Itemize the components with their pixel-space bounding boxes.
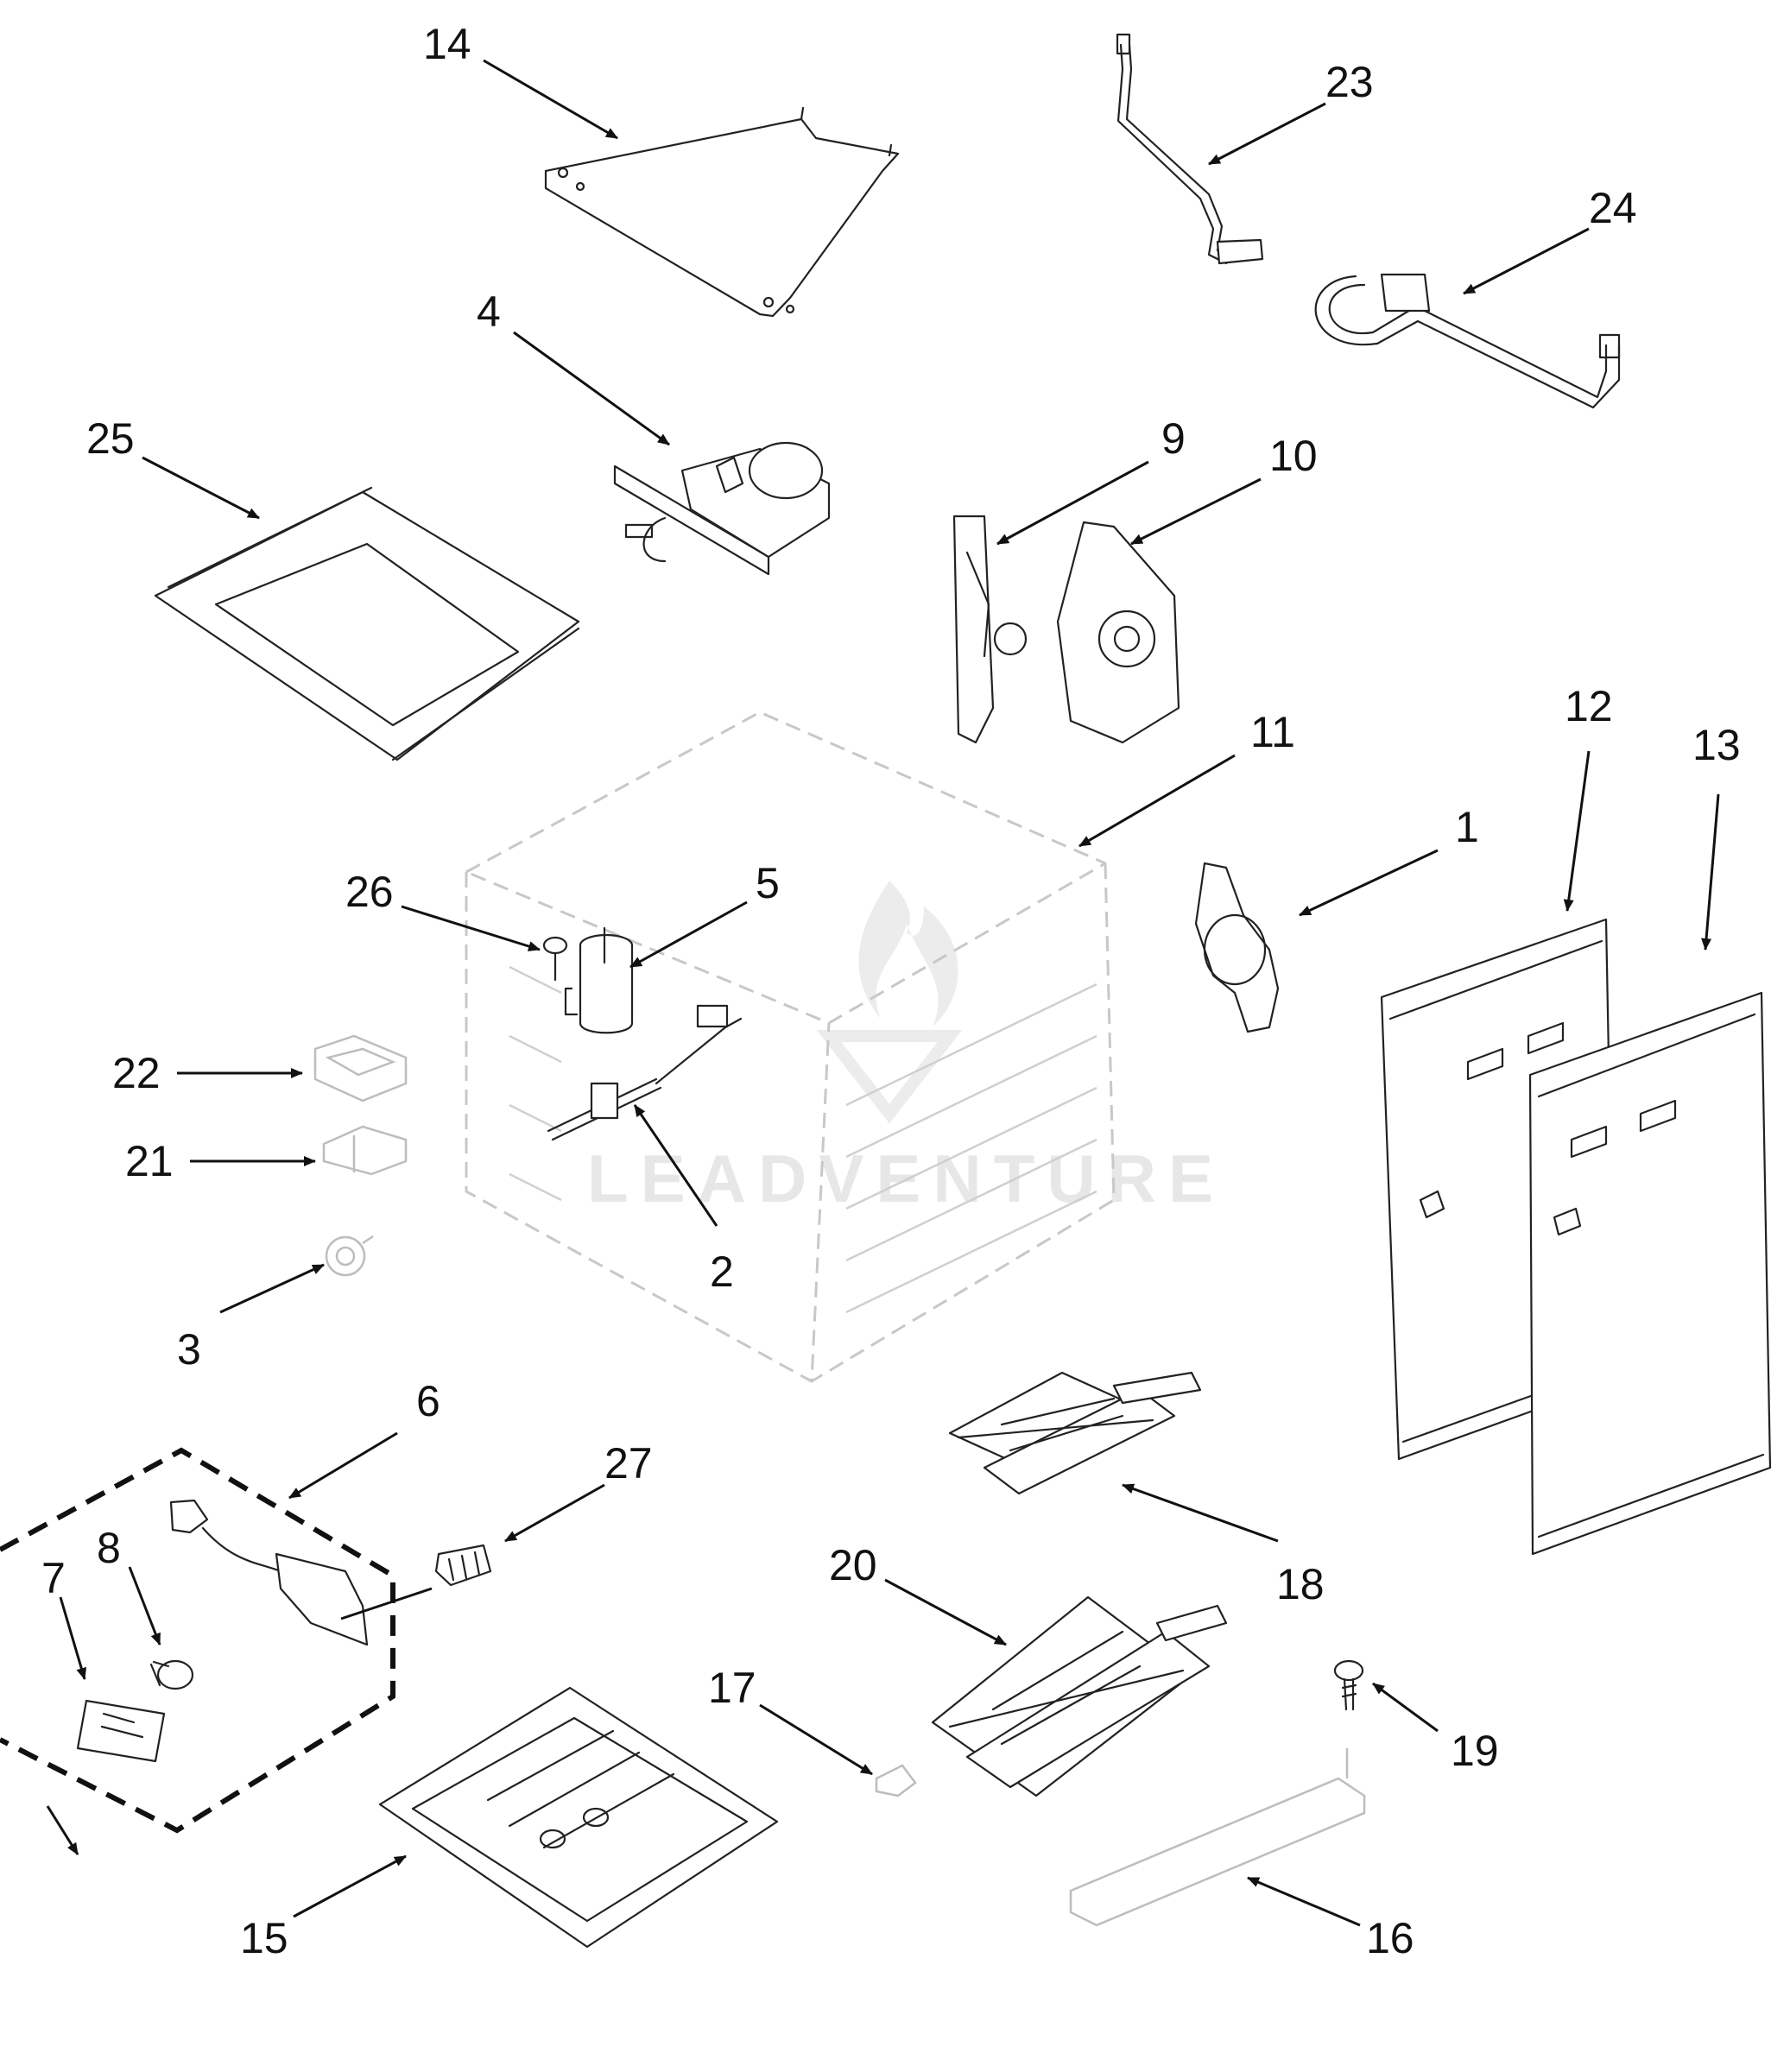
part-17-clip bbox=[875, 1764, 917, 1797]
part-2-temperature-sensor bbox=[547, 1004, 743, 1141]
leader-8 bbox=[128, 1566, 161, 1646]
callout-18: 18 bbox=[1276, 1560, 1325, 1608]
leader-20 bbox=[884, 1578, 1007, 1646]
callout-24: 24 bbox=[1589, 184, 1637, 232]
part-7-lens bbox=[76, 1699, 166, 1763]
part-20-burner bbox=[931, 1595, 1228, 1797]
leader-23 bbox=[1208, 102, 1326, 166]
leader-4 bbox=[513, 331, 670, 446]
part-23-gas-tube bbox=[1116, 33, 1264, 265]
part-1-bracket bbox=[1194, 862, 1280, 1033]
part-13-side-panel bbox=[1528, 991, 1772, 1556]
part-24-burner-tube bbox=[1314, 273, 1621, 409]
leader-1 bbox=[1299, 849, 1439, 917]
callout-19: 19 bbox=[1451, 1727, 1499, 1775]
part-22-insulator bbox=[313, 1034, 408, 1102]
callout-9: 9 bbox=[1161, 414, 1186, 463]
callout-25: 25 bbox=[86, 414, 135, 463]
leader-13 bbox=[1701, 793, 1720, 951]
leader-16 bbox=[1247, 1876, 1361, 1927]
part-19-screw bbox=[1333, 1659, 1364, 1711]
callout-26: 26 bbox=[345, 868, 394, 916]
leader-2 bbox=[633, 1104, 718, 1227]
part-27-screw bbox=[434, 1544, 492, 1587]
callout-12: 12 bbox=[1565, 682, 1613, 730]
part-15-broiler-pan bbox=[378, 1686, 779, 1949]
callout-4: 4 bbox=[477, 287, 501, 336]
callout-10: 10 bbox=[1269, 432, 1318, 480]
part-16-rail bbox=[1069, 1748, 1366, 1927]
part-6-light-assembly bbox=[0, 1447, 395, 1834]
callout-21: 21 bbox=[125, 1137, 174, 1185]
callout-23: 23 bbox=[1325, 58, 1374, 106]
callout-15: 15 bbox=[240, 1914, 288, 1962]
leader-5 bbox=[629, 900, 748, 969]
part-4-valve-assembly bbox=[613, 441, 831, 576]
leader-14 bbox=[483, 59, 618, 140]
callout-8: 8 bbox=[97, 1524, 121, 1572]
callout-labels: 1 2 3 4 5 6 7 8 9 10 11 12 13 14 15 16 1… bbox=[41, 20, 1741, 1962]
part-18-burner bbox=[948, 1371, 1202, 1495]
part-11-oven-cavity bbox=[465, 711, 1116, 1383]
leader-15 bbox=[293, 1854, 407, 1918]
leader-24 bbox=[1463, 227, 1590, 295]
leader-6-link bbox=[340, 1587, 433, 1620]
leader-1 bbox=[46, 1805, 79, 1855]
leader-6 bbox=[288, 1431, 398, 1500]
callout-6: 6 bbox=[416, 1377, 440, 1425]
leader-11 bbox=[1078, 754, 1236, 848]
watermark-logo bbox=[858, 881, 958, 1027]
callout-17: 17 bbox=[708, 1664, 756, 1712]
callout-1: 1 bbox=[1455, 803, 1479, 851]
leader-3 bbox=[219, 1263, 325, 1314]
watermark: LEADVENTURE bbox=[587, 881, 1225, 1216]
leaders bbox=[59, 59, 1720, 1927]
callout-22: 22 bbox=[112, 1049, 161, 1097]
leader-27 bbox=[504, 1483, 605, 1543]
callout-11: 11 bbox=[1250, 708, 1295, 756]
watermark-text: LEADVENTURE bbox=[587, 1140, 1225, 1216]
part-8-bulb bbox=[149, 1659, 194, 1690]
leader-19 bbox=[1372, 1682, 1439, 1733]
leader-10 bbox=[1130, 477, 1262, 546]
part-21-insulator bbox=[322, 1125, 408, 1176]
part-10-hinge bbox=[1056, 521, 1180, 744]
leader-7 bbox=[59, 1596, 87, 1680]
leader-12 bbox=[1563, 750, 1591, 912]
part-5-igniter bbox=[564, 926, 634, 1034]
callout-5: 5 bbox=[756, 859, 780, 907]
callout-2: 2 bbox=[710, 1248, 734, 1296]
part-26-screw bbox=[542, 936, 568, 982]
part-3-knob-bumper bbox=[325, 1235, 374, 1277]
part-9-hinge bbox=[952, 515, 1028, 744]
callout-16: 16 bbox=[1366, 1914, 1414, 1962]
part-25-oven-rack bbox=[154, 486, 580, 761]
callout-7: 7 bbox=[41, 1554, 66, 1602]
leader-9 bbox=[996, 460, 1149, 546]
leader-18 bbox=[1122, 1483, 1279, 1543]
callout-20: 20 bbox=[829, 1541, 877, 1589]
callout-14: 14 bbox=[423, 20, 471, 68]
callout-13: 13 bbox=[1692, 721, 1741, 769]
callout-27: 27 bbox=[604, 1439, 653, 1488]
leader-17 bbox=[759, 1703, 873, 1776]
callout-leaders bbox=[46, 1805, 79, 1855]
part-14-bracket-plate bbox=[544, 106, 900, 318]
callout-3: 3 bbox=[177, 1325, 201, 1374]
leader-26 bbox=[401, 905, 541, 951]
leader-25 bbox=[142, 456, 260, 520]
